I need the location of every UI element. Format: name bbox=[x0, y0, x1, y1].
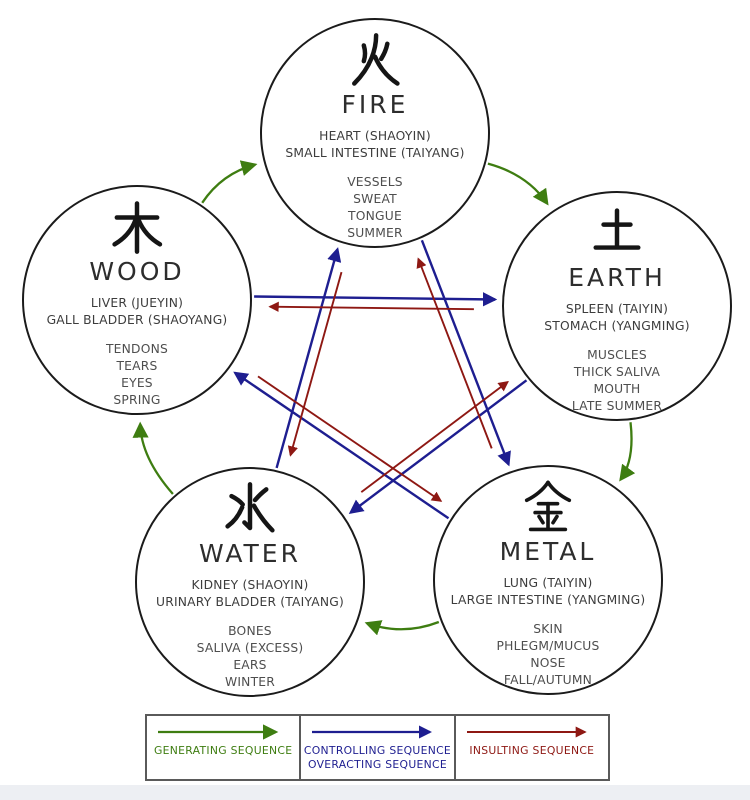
metal-attribute-line: NOSE bbox=[530, 656, 566, 671]
wood-label: WOOD bbox=[89, 257, 185, 286]
earth-attribute-line: MUSCLES bbox=[587, 348, 647, 363]
generating-arrow-water-wood bbox=[132, 421, 174, 495]
fire-attributes: VESSELS SWEAT TONGUE SUMMER bbox=[347, 174, 403, 242]
insulting-arrow-icon bbox=[466, 726, 587, 738]
fire-attribute-line: SWEAT bbox=[353, 192, 397, 207]
bottom-edge-strip bbox=[0, 785, 750, 800]
insulting-arrow-water-earth bbox=[360, 380, 509, 493]
earth-label: EARTH bbox=[568, 263, 666, 292]
fire-circle: FIRE HEART (SHAOYIN) SMALL INTESTINE (TA… bbox=[260, 18, 490, 248]
wood-circle: WOOD LIVER (JUEYIN) GALL BLADDER (SHAOYA… bbox=[22, 185, 252, 415]
metal-attributes: SKIN PHLEGM/MUCUS NOSE FALL/AUTUMN bbox=[497, 621, 600, 689]
generating-arrow-wood-fire bbox=[201, 160, 258, 204]
wood-attributes: TENDONS TEARS EYES SPRING bbox=[106, 341, 168, 409]
water-attributes: BONES SALIVA (EXCESS) EARS WINTER bbox=[197, 623, 304, 691]
water-organs: KIDNEY (SHAOYIN) URINARY BLADDER (TAIYAN… bbox=[156, 577, 344, 613]
controlling-arrow-water-fire bbox=[275, 247, 342, 469]
wood-attribute-line: EYES bbox=[121, 376, 153, 391]
wood-attribute-line: TENDONS bbox=[105, 342, 169, 357]
earth-circle: EARTH SPLEEN (TAIYIN) STOMACH (YANGMING)… bbox=[502, 191, 732, 421]
controlling-arrow-fire-metal bbox=[420, 239, 511, 467]
insulting-arrow-earth-wood bbox=[268, 301, 474, 313]
wood-organ-line: LIVER (JUEYIN) bbox=[90, 295, 184, 310]
legend-item-generating: GENERATING SEQUENCE bbox=[147, 716, 302, 779]
earth-organ-line: STOMACH (YANGMING) bbox=[544, 319, 690, 334]
metal-organ-line: LUNG (TAIYIN) bbox=[503, 575, 593, 590]
overacting-sequence-label: OVERACTING SEQUENCE bbox=[307, 758, 447, 772]
metal-organ-line: LARGE INTESTINE (YANGMING) bbox=[450, 593, 646, 608]
earth-organ-line: SPLEEN (TAIYIN) bbox=[565, 301, 669, 316]
earth-attribute-line: LATE SUMMER bbox=[571, 399, 663, 414]
fire-organ-line: SMALL INTESTINE (TAIYANG) bbox=[285, 146, 465, 161]
water-label: WATER bbox=[199, 539, 301, 568]
water-attribute-line: EARS bbox=[233, 658, 267, 673]
wood-attribute-line: TEARS bbox=[116, 359, 158, 374]
earth-attributes: MUSCLES THICK SALIVA MOUTH LATE SUMMER bbox=[572, 347, 662, 415]
fire-organ-line: HEART (SHAOYIN) bbox=[319, 128, 431, 143]
wood-character-glyph bbox=[112, 201, 163, 254]
fire-attribute-line: TONGUE bbox=[348, 209, 402, 224]
metal-attribute-line: FALL/AUTUMN bbox=[503, 673, 593, 688]
wood-organs: LIVER (JUEYIN) GALL BLADDER (SHAOYANG) bbox=[47, 295, 228, 331]
wood-organ-line: GALL BLADDER (SHAOYANG) bbox=[46, 313, 228, 328]
fire-attribute-line: VESSELS bbox=[347, 175, 403, 190]
controlling-sequence-label: CONTROLLING SEQUENCE bbox=[303, 744, 452, 757]
metal-character-glyph bbox=[524, 480, 572, 532]
fire-character-glyph bbox=[352, 33, 400, 86]
generating-arrow-metal-water bbox=[364, 620, 440, 636]
earth-character-glyph bbox=[593, 208, 641, 250]
insulting-arrow-metal-fire bbox=[416, 257, 493, 449]
fire-label: FIRE bbox=[341, 90, 409, 119]
water-character-glyph bbox=[225, 482, 275, 533]
earth-attribute-line: MOUTH bbox=[593, 382, 641, 397]
generating-sequence-label: GENERATING SEQUENCE bbox=[153, 744, 293, 757]
generating-arrow-icon bbox=[158, 724, 279, 740]
metal-label: METAL bbox=[499, 537, 597, 566]
metal-attribute-line: SKIN bbox=[533, 622, 563, 637]
water-circle: WATER KIDNEY (SHAOYIN) URINARY BLADDER (… bbox=[135, 467, 365, 697]
metal-attribute-line: PHLEGM/MUCUS bbox=[496, 639, 600, 654]
insulting-sequence-label: INSULTING SEQUENCE bbox=[469, 744, 595, 757]
legend: GENERATING SEQUENCE CONTROLLING SEQUENCE… bbox=[145, 714, 610, 781]
insulting-arrow-fire-water bbox=[287, 271, 343, 457]
wood-attribute-line: SPRING bbox=[113, 393, 161, 408]
water-organ-line: URINARY BLADDER (TAIYANG) bbox=[156, 595, 344, 610]
water-attribute-line: SALIVA (EXCESS) bbox=[196, 641, 304, 656]
water-organ-line: KIDNEY (SHAOYIN) bbox=[191, 577, 309, 592]
controlling-arrow-wood-earth bbox=[254, 292, 498, 307]
earth-organs: SPLEEN (TAIYIN) STOMACH (YANGMING) bbox=[544, 301, 689, 337]
generating-arrow-earth-metal bbox=[619, 422, 636, 482]
controlling-arrow-icon bbox=[312, 725, 433, 739]
metal-circle: METAL LUNG (TAIYIN) LARGE INTESTINE (YAN… bbox=[433, 465, 663, 695]
metal-organs: LUNG (TAIYIN) LARGE INTESTINE (YANGMING) bbox=[451, 575, 646, 611]
water-attribute-line: BONES bbox=[228, 624, 272, 639]
fire-attribute-line: SUMMER bbox=[347, 226, 403, 241]
water-attribute-line: WINTER bbox=[224, 675, 275, 690]
generating-arrow-fire-earth bbox=[487, 162, 549, 206]
legend-item-controlling: CONTROLLING SEQUENCE OVERACTING SEQUENCE bbox=[301, 716, 456, 779]
legend-item-insulting: INSULTING SEQUENCE bbox=[456, 716, 608, 779]
fire-organs: HEART (SHAOYIN) SMALL INTESTINE (TAIYANG… bbox=[285, 128, 464, 164]
earth-attribute-line: THICK SALIVA bbox=[573, 365, 661, 380]
